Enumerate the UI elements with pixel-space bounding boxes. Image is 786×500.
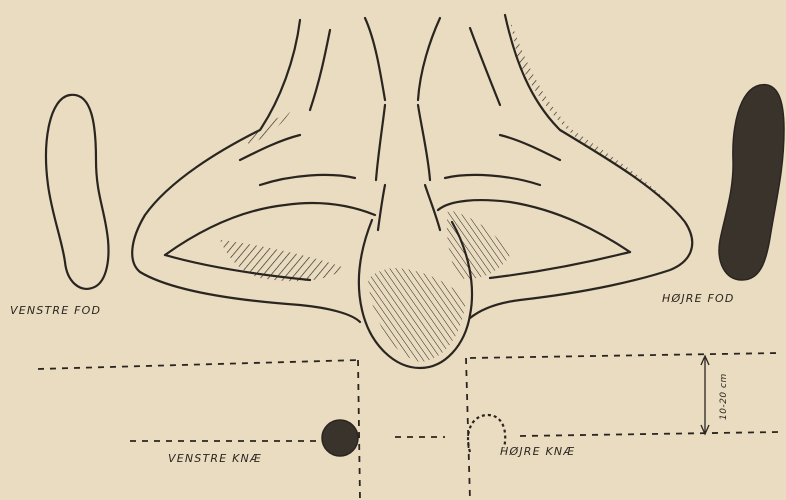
left-knee-label: VENSTRE KNÆ: [168, 452, 262, 465]
left-foot-outline: [46, 95, 108, 289]
distance-label: 10-20 cm: [719, 373, 729, 420]
distance-marker: [701, 356, 709, 434]
left-foot-label: VENSTRE FOD: [10, 304, 101, 317]
right-knee-label: HØJRE KNÆ: [500, 445, 575, 458]
right-arm-shading: [447, 210, 510, 279]
right-back-shading: [510, 20, 680, 215]
right-foot-label: HØJRE FOD: [662, 292, 735, 305]
right-foot-filled: [719, 85, 784, 280]
left-arm-shading: [220, 240, 345, 281]
left-knee-marker: [322, 420, 358, 456]
head-shading: [368, 268, 466, 362]
guide-lines: [38, 353, 780, 500]
